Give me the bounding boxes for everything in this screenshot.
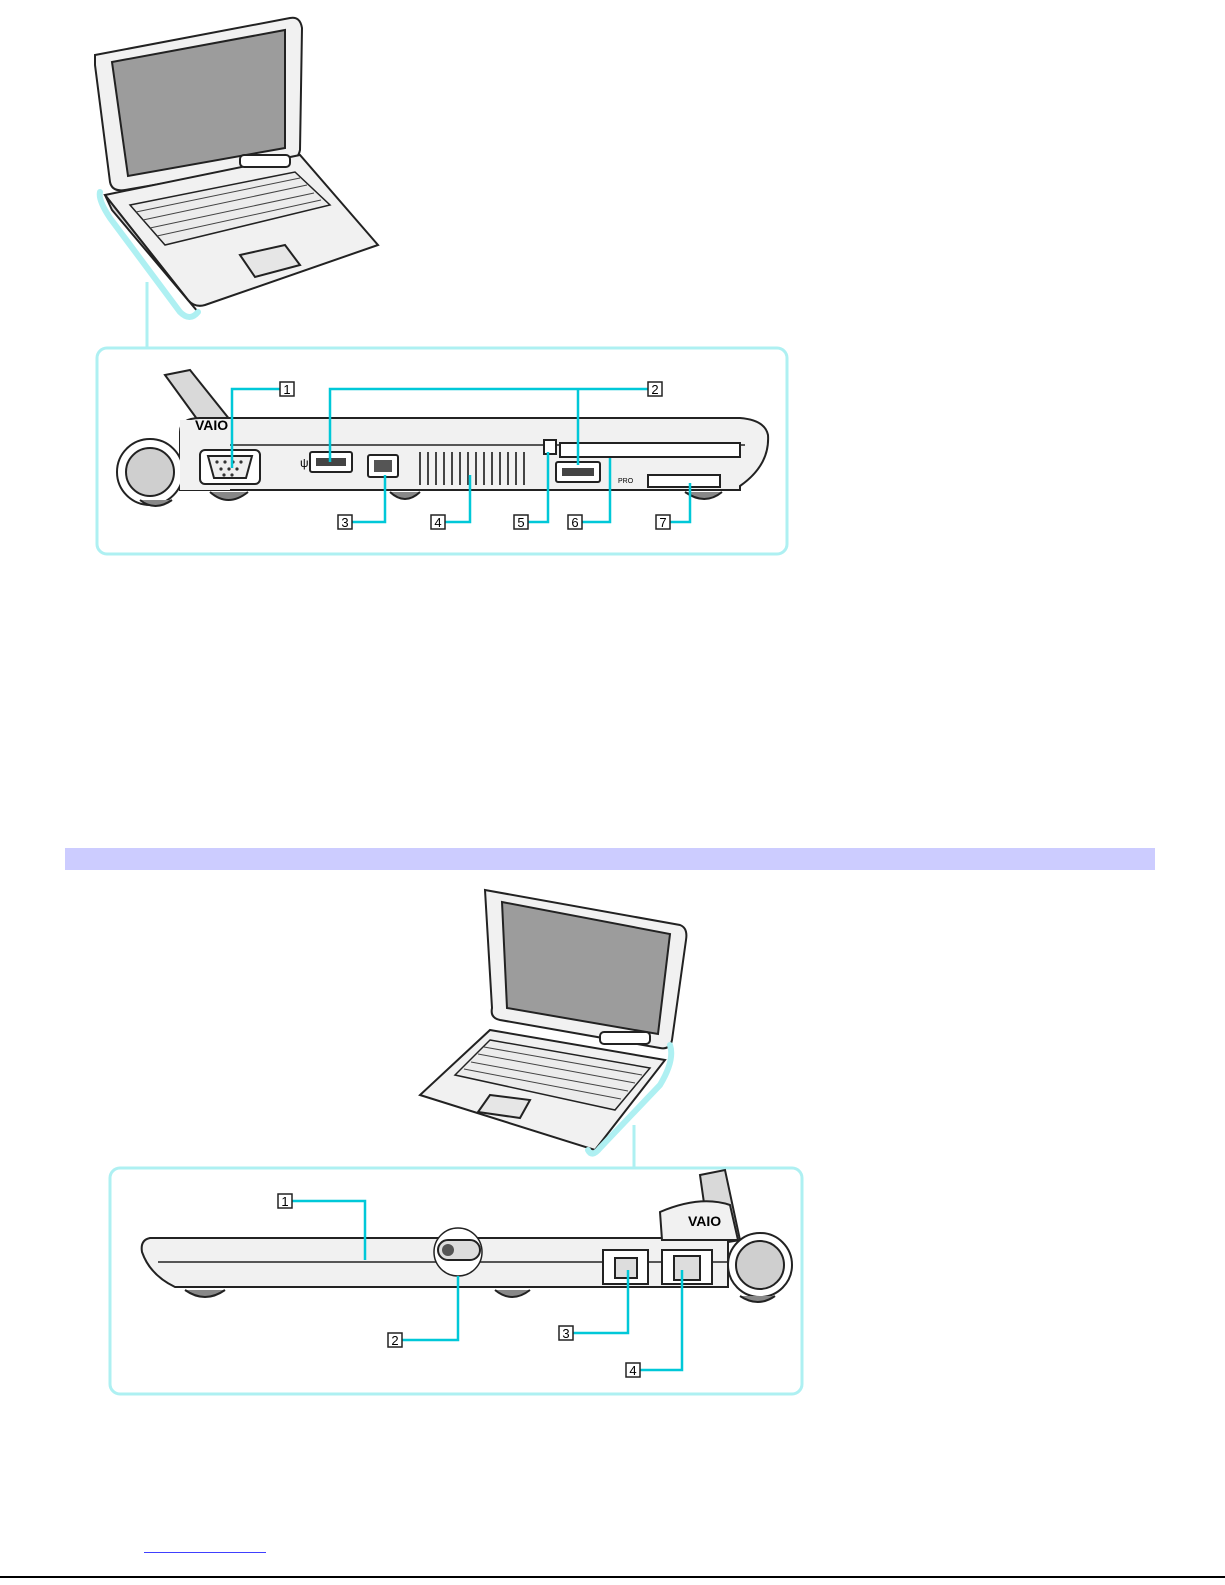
left-side-view <box>117 370 768 506</box>
callout-right-2: 2 <box>391 1333 398 1348</box>
section-divider-band <box>65 848 1155 870</box>
right-side-view <box>142 1170 792 1302</box>
pro-label: PRO <box>618 478 634 485</box>
callout-left-4: 4 <box>434 515 441 530</box>
vaio-logo-left: VAIO <box>195 417 228 433</box>
laptop-bottom-perspective <box>420 890 686 1150</box>
vaio-logo-right: VAIO <box>688 1213 721 1229</box>
laptop-top-perspective <box>95 18 378 312</box>
callout-left-3: 3 <box>341 515 348 530</box>
usb-symbol-icon: ψ <box>300 456 309 470</box>
footer-link-underline[interactable] <box>144 1552 266 1553</box>
callout-left-7: 7 <box>659 515 666 530</box>
callout-left-1: 1 <box>283 382 290 397</box>
callout-right-1: 1 <box>281 1194 288 1209</box>
callout-left-5: 5 <box>517 515 524 530</box>
callout-right-3: 3 <box>562 1326 569 1341</box>
callout-right-4: 4 <box>629 1363 636 1378</box>
callout-left-6: 6 <box>571 515 578 530</box>
callout-left-2: 2 <box>651 382 658 397</box>
footer-rule <box>0 1576 1225 1578</box>
